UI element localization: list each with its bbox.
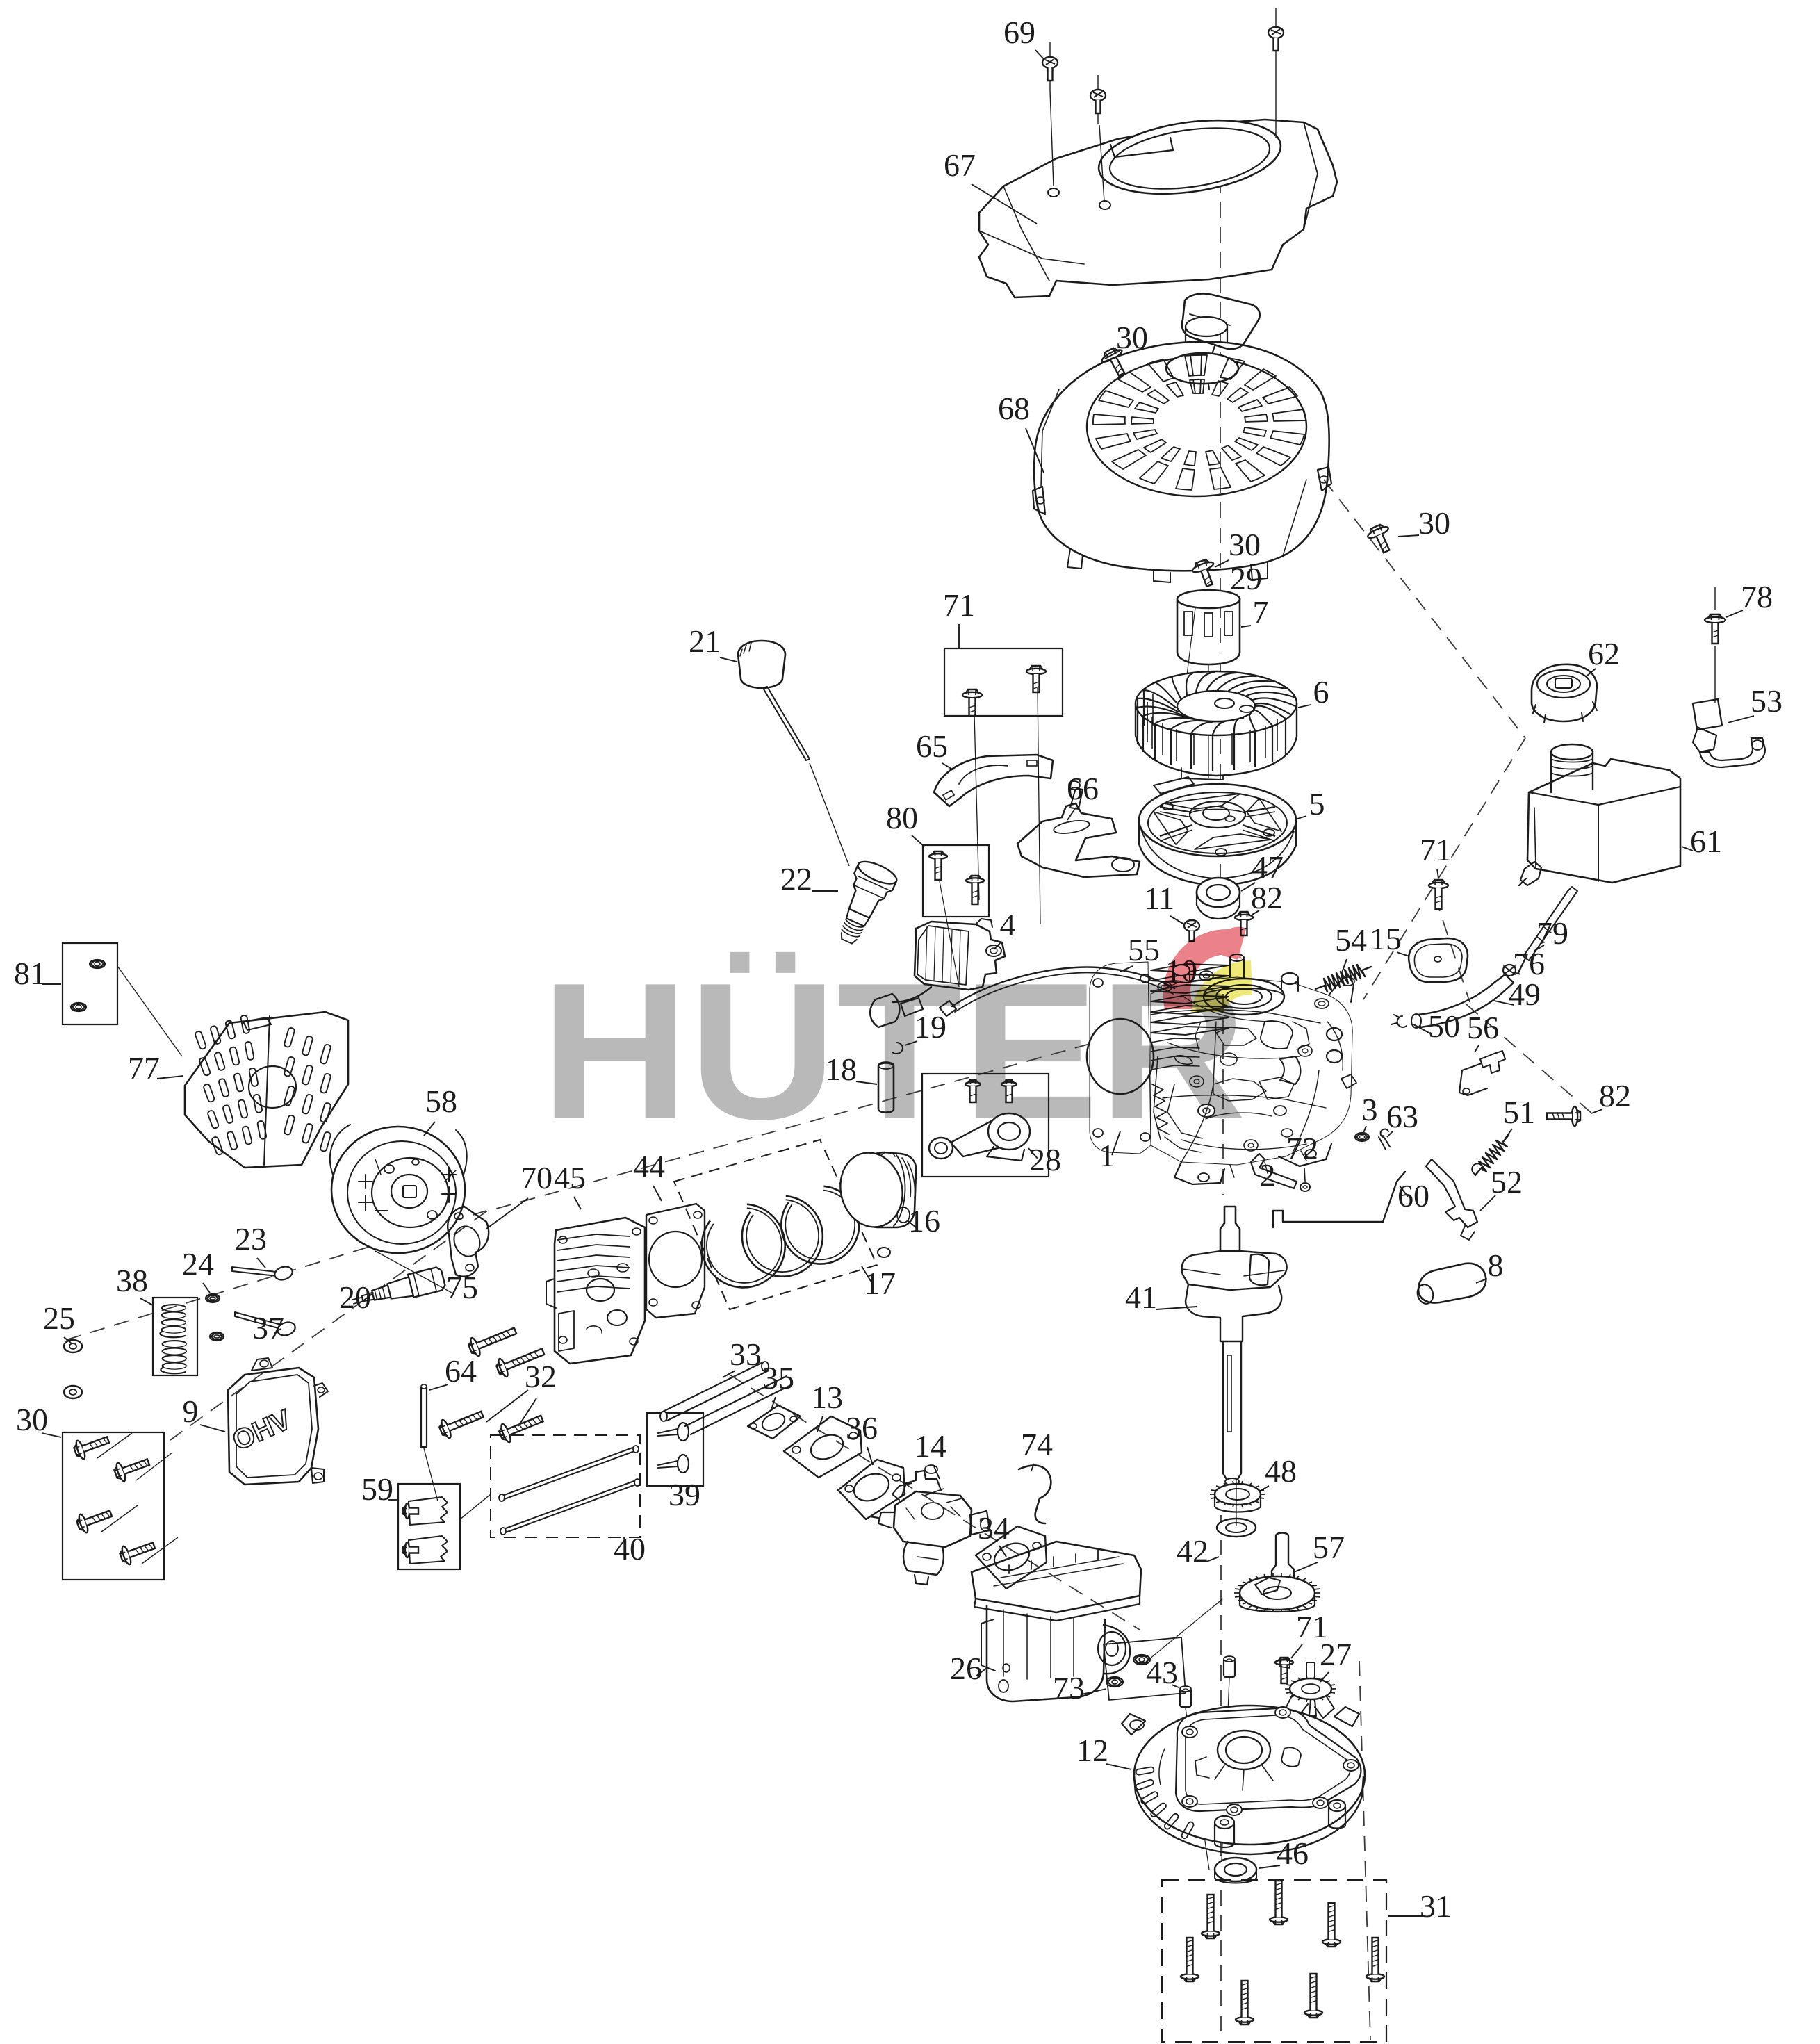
svg-text:63: 63: [1386, 1099, 1418, 1134]
svg-text:75: 75: [446, 1270, 478, 1305]
svg-text:58: 58: [425, 1084, 457, 1119]
svg-text:19: 19: [915, 1009, 946, 1045]
svg-text:74: 74: [1021, 1427, 1053, 1462]
svg-text:46: 46: [1277, 1835, 1309, 1871]
svg-text:76: 76: [1513, 946, 1545, 981]
svg-text:22: 22: [780, 861, 812, 897]
svg-text:82: 82: [1251, 880, 1283, 915]
svg-text:48: 48: [1265, 1453, 1297, 1489]
svg-text:33: 33: [730, 1336, 762, 1372]
svg-text:69: 69: [1003, 15, 1035, 50]
svg-text:82: 82: [1599, 1078, 1631, 1113]
svg-text:77: 77: [128, 1050, 160, 1086]
svg-text:20: 20: [339, 1279, 371, 1315]
svg-text:28: 28: [1029, 1142, 1061, 1177]
svg-text:30: 30: [1418, 505, 1450, 541]
svg-text:59: 59: [361, 1471, 393, 1507]
svg-text:43: 43: [1146, 1655, 1178, 1690]
svg-text:50: 50: [1428, 1008, 1460, 1044]
svg-text:15: 15: [1370, 921, 1402, 956]
svg-text:5: 5: [1309, 786, 1325, 821]
svg-text:1: 1: [1099, 1138, 1115, 1173]
svg-text:52: 52: [1491, 1164, 1523, 1200]
svg-text:79: 79: [1536, 915, 1568, 951]
svg-text:30: 30: [16, 1402, 48, 1437]
svg-text:71: 71: [1420, 832, 1452, 867]
svg-text:9: 9: [183, 1393, 199, 1429]
svg-text:68: 68: [998, 391, 1030, 426]
svg-text:21: 21: [689, 623, 721, 659]
svg-text:57: 57: [1313, 1530, 1345, 1565]
svg-text:11: 11: [1144, 881, 1174, 916]
svg-text:18: 18: [825, 1052, 857, 1087]
svg-text:2: 2: [1260, 1157, 1276, 1193]
svg-text:40: 40: [614, 1531, 646, 1567]
svg-text:35: 35: [762, 1360, 794, 1396]
svg-text:23: 23: [235, 1221, 267, 1257]
svg-text:55: 55: [1128, 932, 1160, 967]
svg-text:6: 6: [1313, 674, 1329, 710]
svg-text:38: 38: [116, 1263, 148, 1298]
svg-text:45: 45: [554, 1160, 586, 1195]
svg-text:71: 71: [943, 587, 975, 623]
svg-text:54: 54: [1335, 922, 1367, 958]
svg-text:25: 25: [43, 1300, 75, 1336]
svg-text:49: 49: [1509, 976, 1541, 1012]
svg-text:66: 66: [1067, 771, 1099, 806]
svg-text:62: 62: [1588, 636, 1620, 671]
svg-text:13: 13: [811, 1380, 843, 1415]
svg-text:17: 17: [864, 1266, 896, 1301]
svg-text:29: 29: [1230, 561, 1262, 596]
svg-text:26: 26: [950, 1651, 982, 1686]
svg-text:73: 73: [1053, 1670, 1085, 1706]
svg-text:34: 34: [978, 1510, 1010, 1546]
svg-text:64: 64: [445, 1353, 477, 1389]
svg-text:24: 24: [182, 1246, 214, 1282]
svg-text:67: 67: [944, 147, 976, 183]
svg-text:3: 3: [1362, 1092, 1378, 1127]
svg-text:71: 71: [1296, 1609, 1328, 1644]
svg-text:70: 70: [520, 1160, 552, 1195]
svg-text:78: 78: [1741, 579, 1773, 614]
svg-text:16: 16: [908, 1203, 940, 1238]
svg-text:42: 42: [1177, 1533, 1208, 1569]
svg-text:HÜTER: HÜTER: [541, 943, 1247, 1160]
svg-text:37: 37: [252, 1310, 284, 1346]
svg-text:51: 51: [1503, 1095, 1535, 1130]
svg-text:44: 44: [633, 1149, 665, 1184]
svg-text:31: 31: [1420, 1888, 1452, 1924]
svg-text:47: 47: [1252, 849, 1284, 885]
svg-text:30: 30: [1116, 320, 1148, 355]
svg-text:41: 41: [1125, 1279, 1157, 1315]
svg-text:7: 7: [1253, 594, 1269, 630]
svg-text:60: 60: [1397, 1178, 1429, 1213]
svg-text:80: 80: [886, 800, 918, 835]
svg-text:8: 8: [1488, 1248, 1504, 1283]
svg-text:32: 32: [525, 1359, 557, 1394]
svg-text:39: 39: [669, 1477, 700, 1512]
svg-text:4: 4: [1000, 907, 1016, 942]
svg-text:65: 65: [916, 728, 948, 764]
svg-text:30: 30: [1229, 527, 1261, 562]
svg-text:53: 53: [1751, 683, 1782, 719]
svg-text:61: 61: [1690, 824, 1722, 859]
svg-text:81: 81: [14, 956, 46, 991]
svg-text:14: 14: [915, 1428, 946, 1464]
svg-text:72: 72: [1286, 1131, 1318, 1166]
svg-text:27: 27: [1320, 1637, 1352, 1672]
svg-text:12: 12: [1076, 1733, 1108, 1768]
svg-text:36: 36: [846, 1410, 878, 1446]
svg-text:56: 56: [1467, 1010, 1499, 1045]
